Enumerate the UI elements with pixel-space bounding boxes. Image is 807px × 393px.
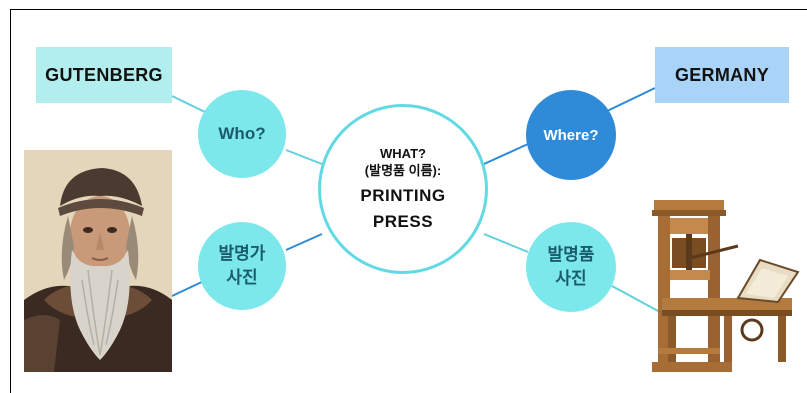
center-answer-line1: PRINTING xyxy=(360,186,446,205)
center-question-line1: WHAT? xyxy=(380,146,426,161)
press-drawing xyxy=(652,200,800,372)
connector-where-germany xyxy=(604,87,656,113)
center-question-line2: (발명품 이름): xyxy=(364,163,442,178)
frame-left-border xyxy=(10,9,11,393)
printing-press-image xyxy=(648,198,800,376)
inventor-circle-line2: 사진 xyxy=(226,268,258,287)
center-circle: WHAT? (발명품 이름): PRINTING PRESS xyxy=(318,104,488,274)
invention-circle-line2: 사진 xyxy=(555,269,587,288)
gutenberg-portrait-image xyxy=(24,150,172,372)
invention-photo-circle: 발명품 사진 xyxy=(526,222,616,312)
connector-invention-press xyxy=(611,285,661,313)
invention-circle-line1: 발명품 xyxy=(547,245,595,264)
frame-top-border xyxy=(10,9,807,10)
connector-center-invention xyxy=(483,233,529,253)
inventor-photo-circle: 발명가 사진 xyxy=(198,222,286,310)
who-circle: Who? xyxy=(198,90,286,178)
portrait-drawing xyxy=(24,150,172,372)
connector-inventor-center xyxy=(285,233,323,251)
connector-gutenberg-who xyxy=(171,95,206,113)
center-answer-line2: PRESS xyxy=(372,212,434,231)
where-circle: Where? xyxy=(526,90,616,180)
inventor-circle-line1: 발명가 xyxy=(218,244,266,263)
connector-center-where xyxy=(483,143,529,165)
gutenberg-box: GUTENBERG xyxy=(36,47,172,103)
germany-box: GERMANY xyxy=(655,47,789,103)
connector-who-center xyxy=(285,149,323,165)
